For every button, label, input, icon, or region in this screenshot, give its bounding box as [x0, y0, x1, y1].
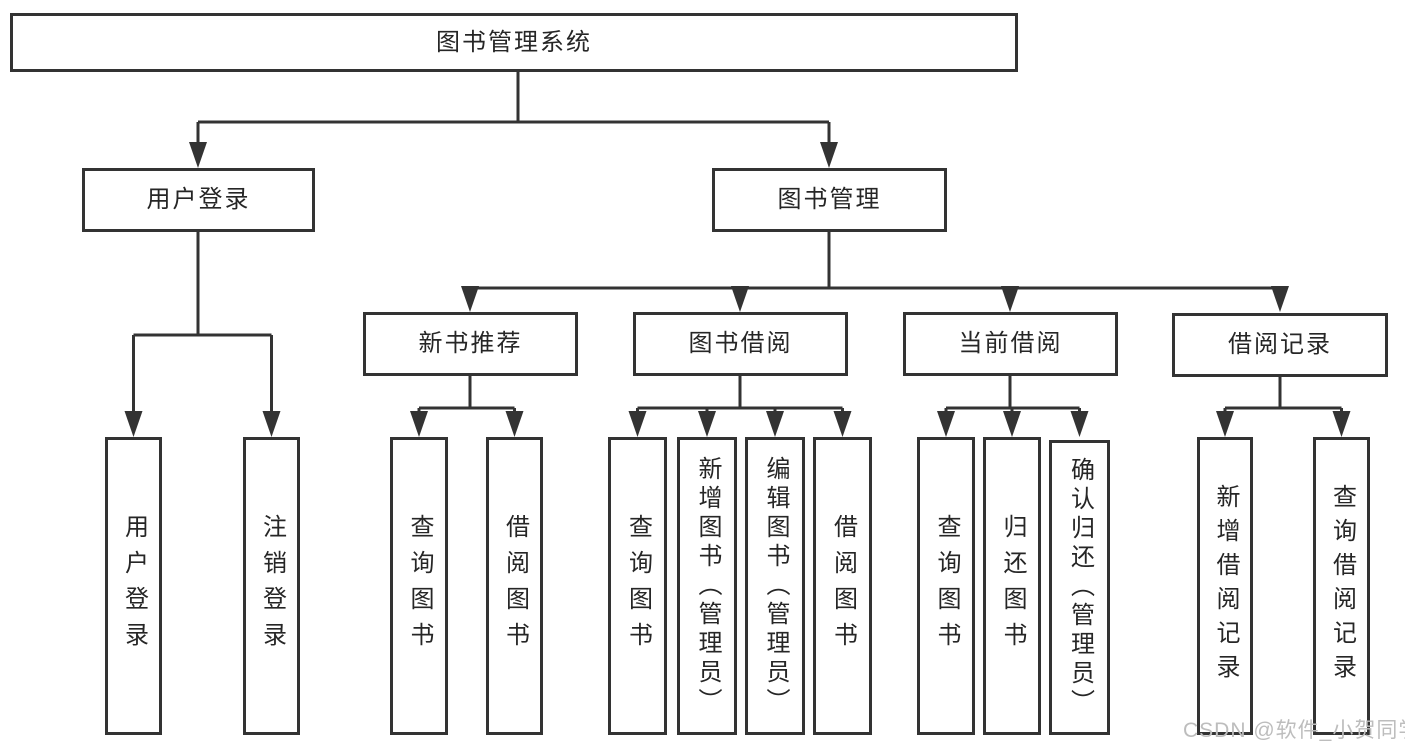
leaf-confirm-return-admin: 确认归还（管理员）: [1049, 440, 1110, 735]
node-book-borrow: 图书借阅: [633, 312, 848, 376]
node-book-management: 图书管理: [712, 168, 947, 232]
leaf-query-books-borrow: 查询图书: [608, 437, 667, 735]
leaf-borrow-books-recommend: 借阅图书: [486, 437, 543, 735]
leaf-user-login: 用户登录: [105, 437, 162, 735]
leaf-query-books-current: 查询图书: [917, 437, 975, 735]
leaf-query-books-recommend: 查询图书: [390, 437, 448, 735]
node-borrow-records: 借阅记录: [1172, 313, 1388, 377]
watermark-text: CSDN @软件_小贺同学: [1183, 719, 1405, 742]
leaf-query-borrow-record: 查询借阅记录: [1313, 437, 1370, 735]
leaf-edit-book-admin: 编辑图书（管理员）: [745, 437, 805, 735]
leaf-add-book-admin: 新增图书（管理员）: [677, 437, 737, 735]
leaf-logout: 注销登录: [243, 437, 300, 735]
node-library-system: 图书管理系统: [10, 13, 1018, 72]
node-user-login: 用户登录: [82, 168, 315, 232]
leaf-borrow-books: 借阅图书: [813, 437, 872, 735]
leaf-return-book: 归还图书: [983, 437, 1041, 735]
node-current-borrow: 当前借阅: [903, 312, 1118, 376]
leaf-add-borrow-record: 新增借阅记录: [1197, 437, 1253, 735]
node-new-book-recommend: 新书推荐: [363, 312, 578, 376]
